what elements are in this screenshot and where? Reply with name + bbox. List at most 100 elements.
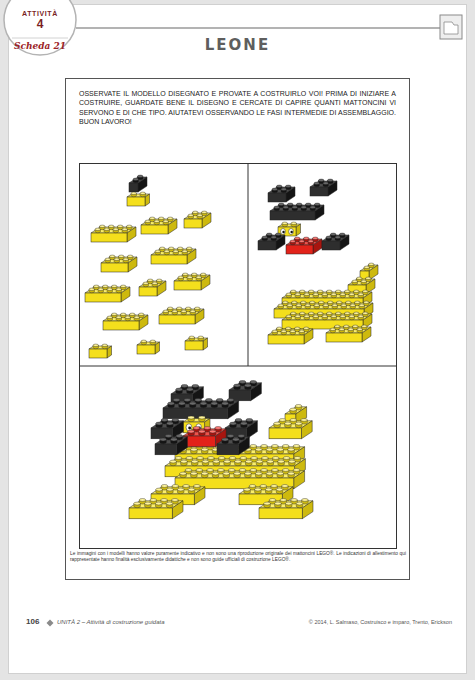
brick-stud: [300, 312, 305, 314]
brick-stud: [332, 304, 337, 306]
brick-stud: [183, 273, 188, 275]
activity-badge: ATTIVITÀ4Scheda 21: [2, 0, 78, 60]
brick-face: [187, 249, 196, 264]
brick-stud: [353, 325, 358, 327]
brick-stud: [276, 488, 282, 491]
brick-stud: [293, 445, 299, 448]
brick-stud: [234, 472, 240, 475]
brick-stud: [308, 240, 313, 242]
brick-stud: [134, 316, 139, 318]
brick-stud: [164, 250, 169, 252]
brick-stud: [168, 217, 173, 219]
brick-stud: [171, 438, 177, 441]
brick-stud: [291, 312, 296, 314]
brick-face: [322, 241, 340, 250]
worksheet-number: Scheda 21: [2, 42, 78, 51]
brick-stud: [251, 457, 257, 460]
brick-face: [151, 428, 173, 439]
brick-stud: [328, 301, 333, 303]
brick-stud: [112, 313, 117, 315]
brick-stud: [199, 416, 205, 419]
lego-brick: [278, 222, 301, 236]
brick-stud: [296, 502, 302, 505]
lego-brick: [268, 327, 313, 344]
brick-face: [286, 187, 295, 202]
brick-stud: [143, 282, 148, 284]
brick-face: [129, 183, 138, 192]
brick-stud: [336, 312, 341, 314]
brick-stud: [183, 485, 189, 488]
brick-face: [194, 487, 205, 505]
brick-stud: [292, 301, 297, 303]
brick-stud: [272, 330, 277, 332]
activity-number: 4: [2, 18, 78, 30]
lego-brick: [139, 279, 166, 296]
brick-face: [258, 241, 276, 250]
brick-face: [127, 197, 145, 206]
brick-stud: [261, 469, 267, 472]
brick-stud: [179, 402, 185, 405]
brick-stud: [228, 469, 234, 472]
brick-stud: [295, 315, 300, 317]
brick-stud: [327, 290, 332, 292]
brick-stud: [119, 255, 124, 257]
brick-stud: [172, 419, 178, 422]
brick-stud: [206, 399, 212, 402]
brick-stud: [202, 211, 207, 213]
brick-stud: [267, 233, 272, 235]
brick-face: [251, 383, 262, 401]
brick-stud: [309, 290, 314, 292]
brick-stud: [289, 460, 295, 463]
brick-stud: [291, 499, 297, 502]
brick-stud: [123, 258, 128, 260]
brick-stud: [176, 435, 182, 438]
brick-stud: [94, 285, 99, 287]
brick-stud: [326, 236, 331, 238]
lego-brick: [151, 419, 183, 439]
brick-stud: [313, 237, 318, 239]
brick-stud: [358, 315, 363, 317]
brick-stud: [313, 293, 318, 295]
brick-stud: [212, 472, 218, 475]
brick-face: [202, 213, 211, 228]
brick-stud: [266, 472, 272, 475]
brick-stud: [186, 457, 192, 460]
brick-stud: [271, 485, 277, 488]
brick-face: [201, 275, 210, 290]
lego-brick: [171, 385, 203, 405]
brick-stud: [282, 445, 288, 448]
lego-brick: [141, 217, 177, 234]
brick-stud: [288, 448, 294, 451]
brick-stud: [170, 460, 176, 463]
brick-stud: [141, 340, 146, 342]
brick-stud: [295, 405, 301, 408]
copyright-note: © 2014, L. Salmaso, Costruisco e imparo,…: [252, 619, 452, 626]
brick-stud: [323, 304, 328, 306]
brick-stud: [362, 325, 367, 327]
brick-stud: [314, 182, 319, 184]
brick-stud: [364, 266, 369, 268]
brick-stud: [227, 399, 233, 402]
brick-stud: [192, 273, 197, 275]
lego-brick: [163, 399, 239, 419]
brick-stud: [287, 304, 292, 306]
brick-stud: [357, 277, 362, 279]
brick-stud: [233, 438, 239, 441]
brick-stud: [276, 233, 281, 235]
brick-face: [328, 181, 337, 196]
brick-face: [139, 315, 148, 330]
brick-stud: [161, 499, 167, 502]
brick-stud: [199, 430, 205, 433]
brick-stud: [102, 344, 107, 346]
brick-stud: [301, 301, 306, 303]
brick-stud: [177, 307, 182, 309]
brick-stud: [178, 247, 183, 249]
brick-face: [89, 349, 107, 358]
brick-stud: [313, 315, 318, 317]
footer-diamond: [46, 619, 54, 627]
brick-stud: [113, 228, 118, 230]
brick-stud: [359, 304, 364, 306]
brick-stud: [167, 488, 173, 491]
brick-stud: [310, 301, 315, 303]
brick-stud: [288, 203, 293, 205]
